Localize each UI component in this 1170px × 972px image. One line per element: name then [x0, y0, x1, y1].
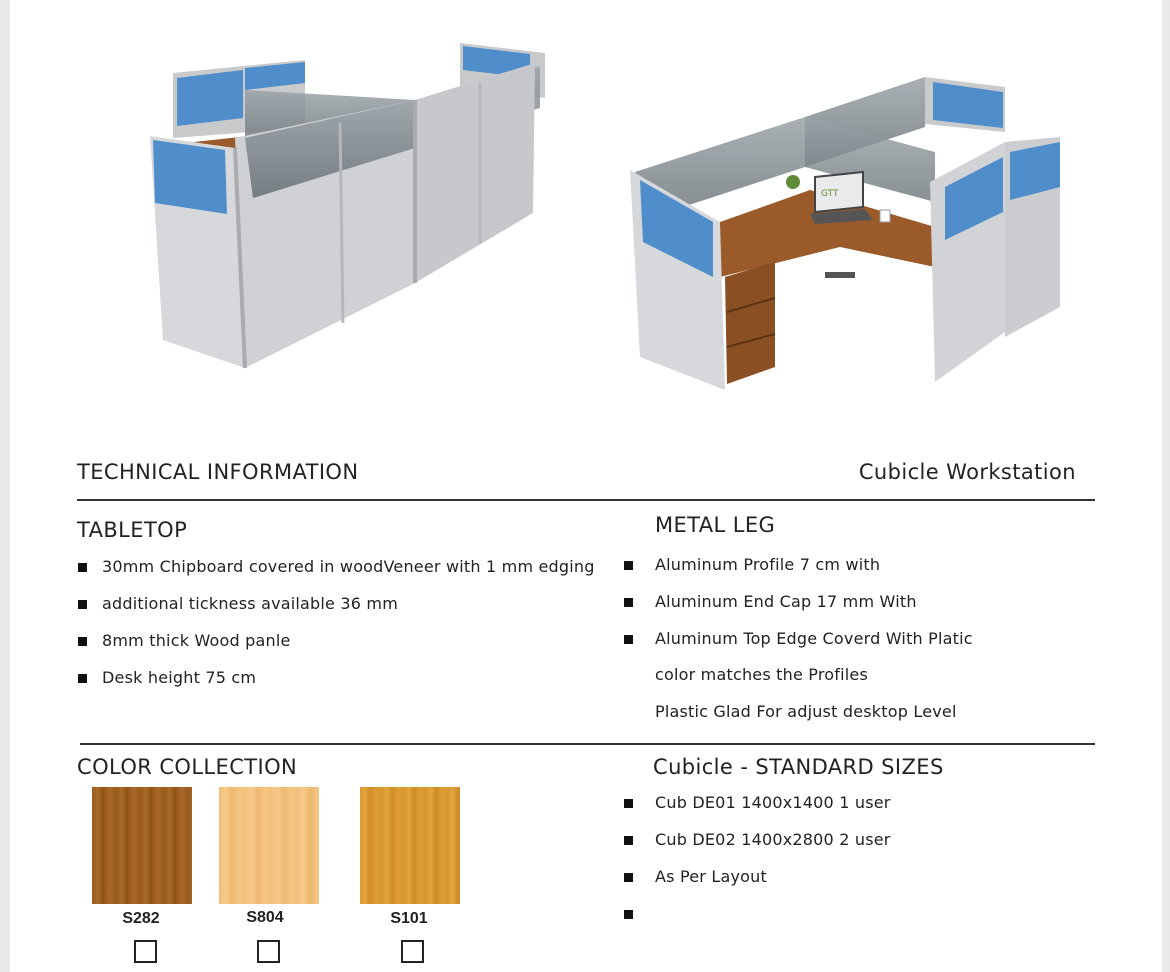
bullet-icon: [624, 910, 633, 919]
list-item: Aluminum End Cap 17 mm With: [624, 592, 973, 629]
checkbox-s804[interactable]: [257, 940, 280, 963]
standard-sizes-title: Cubicle - STANDARD SIZES: [653, 755, 944, 779]
list-item: 8mm thick Wood panle: [78, 631, 595, 668]
list-item: Cub DE01 1400x1400 1 user: [624, 793, 891, 830]
metal-leg-continuation-1: color matches the Profiles: [655, 665, 868, 684]
bullet-icon: [78, 600, 87, 609]
color-collection-title: COLOR COLLECTION: [77, 755, 298, 779]
list-item: As Per Layout: [624, 867, 891, 904]
metal-leg-continuation-2: Plastic Glad For adjust desktop Level: [655, 702, 957, 721]
bullet-icon: [624, 598, 633, 607]
bullet-icon: [624, 799, 633, 808]
metal-leg-title: METAL LEG: [655, 513, 776, 537]
list-item: Cub DE02 1400x2800 2 user: [624, 830, 891, 867]
swatch-s101: [360, 787, 460, 904]
list-item: Aluminum Top Edge Coverd With Platic: [624, 629, 973, 666]
standard-sizes-list: Cub DE01 1400x1400 1 user Cub DE02 1400x…: [624, 793, 891, 941]
bullet-icon: [624, 873, 633, 882]
checkbox-s282[interactable]: [134, 940, 157, 963]
product-name: Cubicle Workstation: [858, 460, 1076, 484]
tabletop-list: 30mm Chipboard covered in woodVeneer wit…: [78, 557, 595, 705]
metal-leg-list: Aluminum Profile 7 cm with Aluminum End …: [624, 555, 973, 666]
tabletop-title: TABLETOP: [77, 518, 188, 542]
list-item: [624, 904, 891, 941]
swatch-s282: [92, 787, 192, 904]
cubicle-image-left: [135, 38, 545, 378]
bullet-icon: [624, 836, 633, 845]
list-item: Desk height 75 cm: [78, 668, 595, 705]
swatch-label: S804: [246, 909, 284, 926]
list-item: 30mm Chipboard covered in woodVeneer wit…: [78, 557, 595, 594]
bullet-icon: [624, 635, 633, 644]
swatch-s804: [219, 787, 319, 904]
bullet-icon: [78, 563, 87, 572]
swatch-label: S282: [122, 910, 160, 927]
bullet-icon: [624, 561, 633, 570]
section-divider: [80, 743, 1095, 745]
page: GTT TECHNICAL INFORMATION Cubicle Workst…: [10, 0, 1162, 972]
checkbox-s101[interactable]: [401, 940, 424, 963]
list-item: Aluminum Profile 7 cm with: [624, 555, 973, 592]
header-divider: [77, 499, 1095, 501]
bullet-icon: [78, 637, 87, 646]
swatch-label: S101: [390, 910, 428, 927]
cubicle-image-right: GTT: [615, 72, 1060, 392]
list-item: additional tickness available 36 mm: [78, 594, 595, 631]
laptop-screen-text: GTT: [821, 189, 839, 199]
section-title: TECHNICAL INFORMATION: [77, 460, 359, 484]
bullet-icon: [78, 674, 87, 683]
